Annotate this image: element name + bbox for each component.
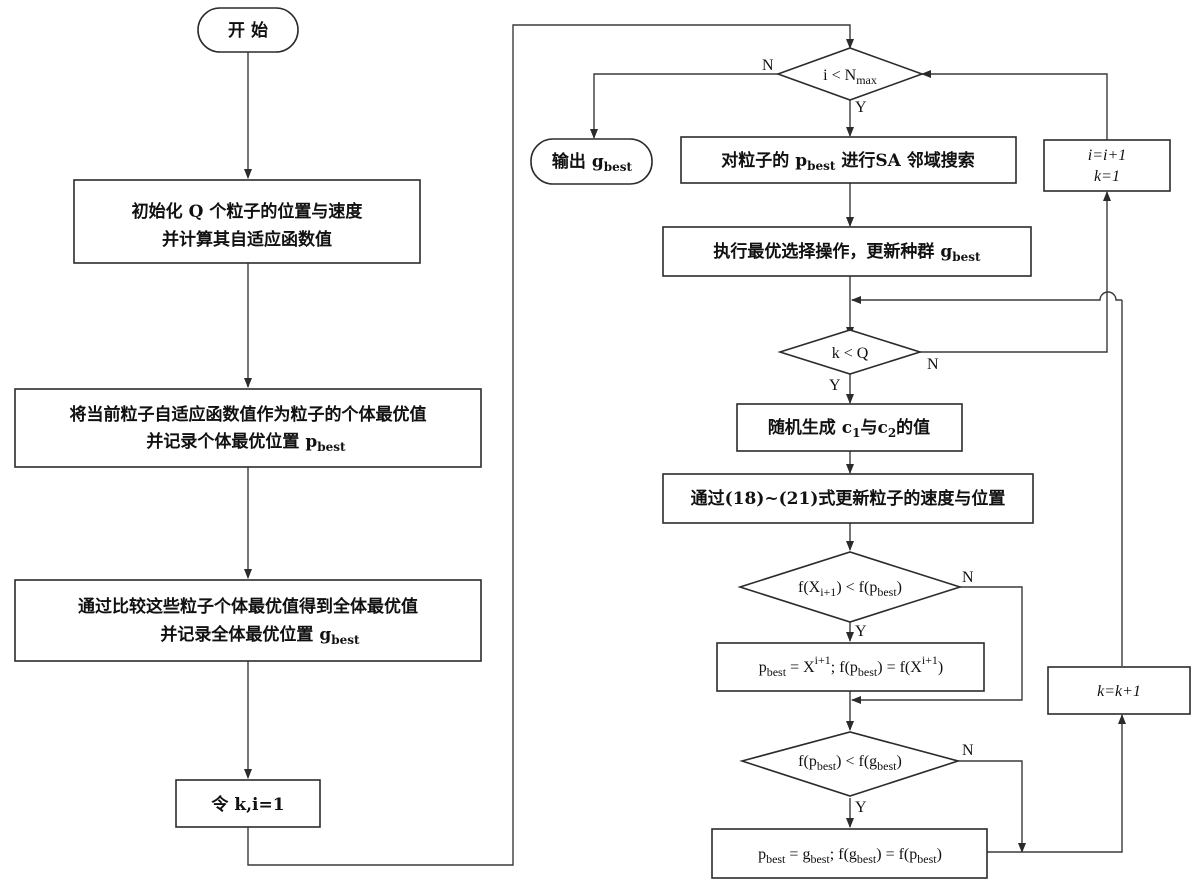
sa-text-b: 进行SA 邻域搜索: [835, 150, 974, 171]
arrow-fp-no-down: [958, 760, 1026, 853]
arrow-assign2-to-kincr: [987, 714, 1126, 853]
start-label: 开 始: [228, 20, 268, 41]
svg-text:随机生成 c1与c2的值: 随机生成 c1与c2的值: [768, 417, 930, 440]
gbest-line2: 并记录全体最优位置: [160, 624, 319, 645]
decision-k-q-yes: Y: [829, 377, 841, 394]
svg-text:并记录全体最优位置 gbest: 并记录全体最优位置 gbest: [160, 624, 360, 647]
decision-fx-yes: Y: [855, 623, 867, 640]
svg-text:pbest = gbest; f(gbest) = f(pb: pbest = gbest; f(gbest) = f(pbest): [758, 846, 942, 866]
arrow-iincr-to-decision: [921, 70, 1108, 140]
svg-text:i < Nmax: i < Nmax: [823, 67, 877, 87]
assign-gbest-process: pbest = gbest; f(gbest) = f(pbest): [711, 828, 988, 879]
sa-search-process: 对粒子的 pbest 进行SA 邻域搜索: [680, 136, 1017, 184]
gbest-line1: 通过比较这些粒子个体最优值得到全体最优值: [78, 596, 418, 617]
assign-pbest-process: pbest = Xi+1; f(pbest) = f(Xi+1): [716, 642, 985, 692]
decision-k-q-no: N: [927, 356, 939, 373]
decision-iteration: i < Nmax N Y: [762, 47, 925, 116]
decision-pbest-vs-gbest: f(pbest) < f(gbest) N Y: [739, 731, 974, 816]
arrow-fx-no-merge: [851, 586, 1023, 704]
kreset-label: k=1: [1094, 168, 1120, 185]
svg-text:k < Q: k < Q: [832, 345, 869, 362]
init-q-symbol: Q: [189, 202, 204, 222]
svg-text:并记录个体最优位置 pbest: 并记录个体最优位置 pbest: [146, 431, 346, 454]
connectors: [244, 24, 1126, 866]
arrow-setki-to-loop-top: [247, 24, 854, 866]
svg-text:f(pbest) < f(gbest): f(pbest) < f(gbest): [798, 753, 902, 773]
set-ki-label: 令 k,i=1: [211, 794, 284, 815]
decision-pg-yes: Y: [855, 799, 867, 816]
iincr-process: i=i+1 k=1: [1043, 139, 1171, 192]
decision-k-q: k < Q N Y: [777, 329, 939, 394]
svg-text:执行最优选择操作，更新种群 gbest: 执行最优选择操作，更新种群 gbest: [713, 241, 981, 264]
init-process: 初始化 Q 个粒子的位置与速度 并计算其自适应函数值: [73, 179, 421, 264]
gbest-process: 通过比较这些粒子个体最优值得到全体最优值 并记录全体最优位置 gbest: [14, 579, 482, 662]
svg-text:f(Xi+1) < f(pbest): f(Xi+1) < f(pbest): [798, 579, 902, 599]
set-ki-process: 令 k,i=1: [175, 779, 321, 828]
update-process: 通过(18)~(21)式更新粒子的速度与位置: [662, 473, 1034, 524]
decision-iteration-no: N: [762, 57, 774, 74]
select-text: 执行最优选择操作，更新种群: [713, 241, 940, 262]
start-terminal: 开 始: [197, 7, 299, 53]
pbest-process: 将当前粒子自适应函数值作为粒子的个体最优值 并记录个体最优位置 pbest: [14, 388, 482, 468]
decision-iteration-yes: Y: [855, 99, 867, 116]
output-terminal: 输出 gbest: [530, 138, 653, 185]
select-process: 执行最优选择操作，更新种群 gbest: [662, 226, 1032, 277]
random-process: 随机生成 c1与c2的值: [736, 403, 963, 452]
arrow-no-to-output: [590, 73, 778, 139]
random-text-a: 随机生成: [768, 417, 842, 438]
iincr-label: i=i+1: [1088, 147, 1126, 164]
decision-fx-vs-pbest: f(Xi+1) < f(pbest) N Y: [737, 551, 974, 640]
svg-text:初始化 Q 个粒子的位置与速度: 初始化 Q 个粒子的位置与速度: [132, 201, 364, 222]
decision-pg-no: N: [962, 742, 974, 759]
svg-text:对粒子的 pbest 进行SA 邻域搜索: 对粒子的 pbest 进行SA 邻域搜索: [721, 150, 974, 173]
decision-fx-no: N: [962, 569, 974, 586]
kincr-label: k=k+1: [1097, 683, 1141, 700]
pbest-line1: 将当前粒子自适应函数值作为粒子的个体最优值: [70, 404, 427, 425]
update-label: 通过(18)~(21)式更新粒子的速度与位置: [691, 488, 1006, 509]
kincr-process: k=k+1: [1047, 666, 1191, 715]
svg-text:输出 gbest: 输出 gbest: [552, 151, 633, 174]
sa-text-a: 对粒子的: [721, 150, 795, 171]
pbest-line2: 并记录个体最优位置: [146, 431, 305, 452]
init-text-b: 个粒子的位置与速度: [203, 201, 363, 222]
arrow-kq-no-to-iincr: [920, 191, 1111, 353]
output-label: 输出: [552, 151, 592, 172]
init-text-a: 初始化: [132, 201, 189, 222]
arrow-kincr-to-kq: [852, 291, 1123, 666]
svg-text:pbest = Xi+1; f(pbest) = f(Xi+: pbest = Xi+1; f(pbest) = f(Xi+1): [759, 653, 944, 679]
init-line2: 并计算其自适应函数值: [162, 229, 332, 250]
